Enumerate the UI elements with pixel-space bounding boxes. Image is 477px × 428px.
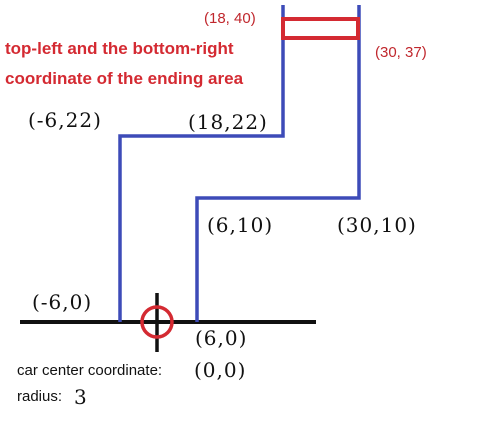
ending-note-line2: coordinate of the ending area xyxy=(5,69,244,88)
corner-label-outer-mid: (30,10) xyxy=(337,213,417,237)
car-radius-value: 3 xyxy=(74,385,88,409)
corner-label-left-bottom: (-6,0) xyxy=(32,290,93,314)
corner-label-left-top: (-6,22) xyxy=(28,108,102,132)
track-inner-wall xyxy=(195,5,361,322)
car-center-label: car center coordinate: xyxy=(17,362,163,379)
car-center-value: (0,0) xyxy=(194,358,247,382)
ending-area xyxy=(281,17,360,40)
ending-note-line1: top-left and the bottom-right xyxy=(5,39,234,58)
ending-top-left-label: (18, 40) xyxy=(204,10,256,27)
ending-bottom-right-label: (30, 37) xyxy=(375,44,427,61)
car-radius-label: radius: xyxy=(17,388,63,405)
corner-label-right-bottom: (6,0) xyxy=(195,326,248,350)
track-outer-wall xyxy=(118,5,285,322)
car-circle xyxy=(140,305,174,339)
corner-label-inner-mid: (6,10) xyxy=(207,213,274,237)
corner-label-inner-top: (18,22) xyxy=(188,110,268,134)
